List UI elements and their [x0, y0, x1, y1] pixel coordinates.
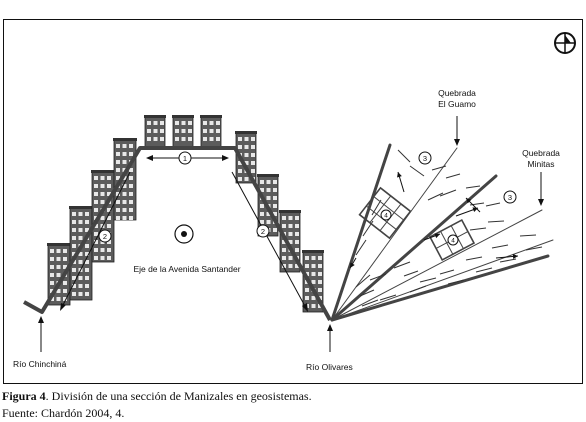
- building: [113, 138, 137, 221]
- quebrada-guamo-label-1: Quebrada: [438, 88, 476, 98]
- zone4-right-number: 4: [447, 234, 459, 246]
- svg-text:2: 2: [103, 232, 107, 241]
- hatch-mark: [371, 199, 382, 216]
- svg-text:2: 2: [261, 227, 265, 236]
- zone3-upper-number: 3: [418, 151, 432, 165]
- figure-frame: [3, 19, 583, 384]
- zone1-number: 1: [178, 151, 192, 165]
- hatch-mark: [369, 273, 387, 281]
- fan-flow-arrows: [349, 171, 519, 269]
- building: [200, 115, 222, 148]
- building: [172, 115, 194, 148]
- building: [91, 170, 115, 263]
- hatch-mark: [519, 234, 537, 237]
- quebrada-minitas-label-1: Quebrada: [522, 148, 560, 158]
- zone4-left-grid: [358, 186, 412, 240]
- zone4-left-number: 4: [380, 209, 392, 221]
- hatch-mark: [491, 244, 509, 249]
- hatch-mark: [409, 285, 427, 293]
- hatch-mark: [431, 165, 447, 171]
- zone2-left-number: 2: [98, 229, 112, 243]
- hatch-mark: [419, 277, 437, 283]
- svg-text:4: 4: [384, 213, 388, 220]
- ravine-fan: [330, 143, 554, 322]
- eje-label: Eje de la Avenida Santander: [133, 264, 240, 274]
- guamo-pointer-arrow: [454, 116, 460, 146]
- svg-text:3: 3: [508, 193, 512, 202]
- hatch-mark: [465, 185, 481, 189]
- hatch-mark: [525, 246, 543, 251]
- zone2-right-arrow: [231, 171, 308, 312]
- hatch-mark: [465, 256, 483, 261]
- svg-text:4: 4: [451, 238, 455, 245]
- hatch-mark: [439, 189, 457, 197]
- hatch-marks: [355, 149, 543, 307]
- zone2-left-arrow: [60, 171, 131, 311]
- flow-arrow: [349, 257, 357, 269]
- hatch-mark: [409, 165, 425, 177]
- quebrada-minitas-label-2: Minitas: [528, 159, 555, 169]
- buildings: [47, 115, 324, 313]
- hatch-mark: [427, 192, 444, 201]
- rio-olivares-label: Río Olivares: [306, 362, 353, 372]
- hatch-mark: [355, 274, 371, 288]
- figure-caption-text: . División de una sección de Manizales e…: [45, 389, 312, 403]
- figure-label: Figura 4: [2, 389, 46, 403]
- hatch-mark: [403, 270, 419, 277]
- figure-source: Fuente: Chardón 2004, 4.: [2, 406, 125, 420]
- rio-chinchina-label: Río Chinchiná: [13, 359, 67, 369]
- olivares-pointer-arrow: [327, 324, 333, 352]
- hatch-mark: [469, 227, 487, 231]
- hatch-mark: [355, 239, 367, 256]
- chinchina-pointer-arrow: [38, 316, 44, 352]
- svg-text:1: 1: [183, 154, 187, 163]
- svg-text:3: 3: [423, 154, 427, 163]
- hatch-mark: [379, 294, 397, 301]
- zone3-lower-number: 3: [503, 190, 517, 204]
- flow-arrow: [495, 253, 519, 259]
- compass-icon: [554, 32, 576, 54]
- hatch-mark: [439, 269, 455, 275]
- hatch-mark: [499, 258, 517, 263]
- hatch-mark: [361, 299, 379, 307]
- figure-caption: Figura 4. División de una sección de Man…: [2, 388, 312, 405]
- minitas-pointer-arrow: [538, 172, 544, 206]
- hatch-mark: [445, 173, 461, 179]
- hatch-mark: [397, 149, 411, 163]
- hatch-mark: [447, 279, 465, 285]
- flow-arrow: [465, 197, 481, 213]
- center-point-icon: [174, 224, 194, 244]
- hatch-mark: [393, 261, 411, 269]
- zone2-right-number: 2: [256, 224, 270, 238]
- flow-arrow: [397, 171, 405, 193]
- terrain-profile: [23, 146, 332, 321]
- flow-arrow: [423, 233, 441, 241]
- hatch-mark: [475, 267, 493, 273]
- hatch-mark: [487, 220, 505, 223]
- building: [144, 115, 166, 148]
- hatch-mark: [359, 289, 375, 297]
- hatch-mark: [485, 202, 501, 207]
- quebrada-guamo-label-2: El Guamo: [438, 99, 476, 109]
